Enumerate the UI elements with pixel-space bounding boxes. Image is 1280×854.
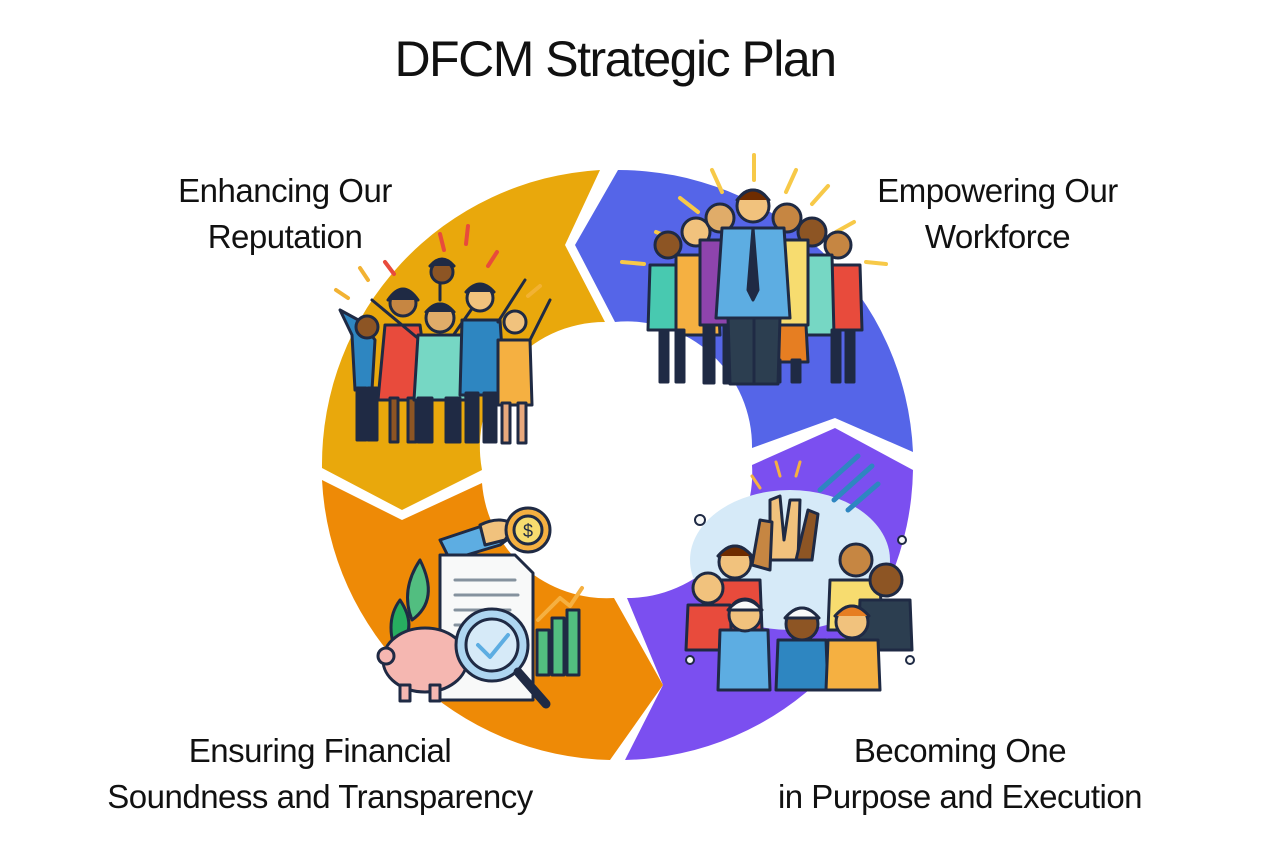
label-purpose-line2: in Purpose and Execution xyxy=(777,778,1143,815)
label-financial: Ensuring Financial Soundness and Transpa… xyxy=(60,728,580,820)
label-financial-line1: Ensuring Financial xyxy=(188,732,452,769)
label-reputation-line2: Reputation xyxy=(207,218,363,255)
label-reputation-line1: Enhancing Our xyxy=(178,172,392,209)
label-purpose-line1: Becoming One xyxy=(853,732,1067,769)
label-reputation: Enhancing Our Reputation xyxy=(120,168,450,260)
label-purpose: Becoming One in Purpose and Execution xyxy=(740,728,1180,820)
label-workforce-line2: Workforce xyxy=(924,218,1071,255)
svg-text:$: $ xyxy=(523,521,533,541)
finance-audit-icon: $ xyxy=(376,506,584,709)
celebrating-people-icon xyxy=(334,224,552,445)
team-group-icon xyxy=(620,153,888,386)
label-workforce-line1: Empowering Our xyxy=(877,172,1118,209)
label-financial-line2: Soundness and Transparency xyxy=(107,778,533,815)
diagram-title: DFCM Strategic Plan xyxy=(394,31,837,87)
high-five-team-icon xyxy=(684,453,915,692)
label-workforce: Empowering Our Workforce xyxy=(840,168,1155,260)
